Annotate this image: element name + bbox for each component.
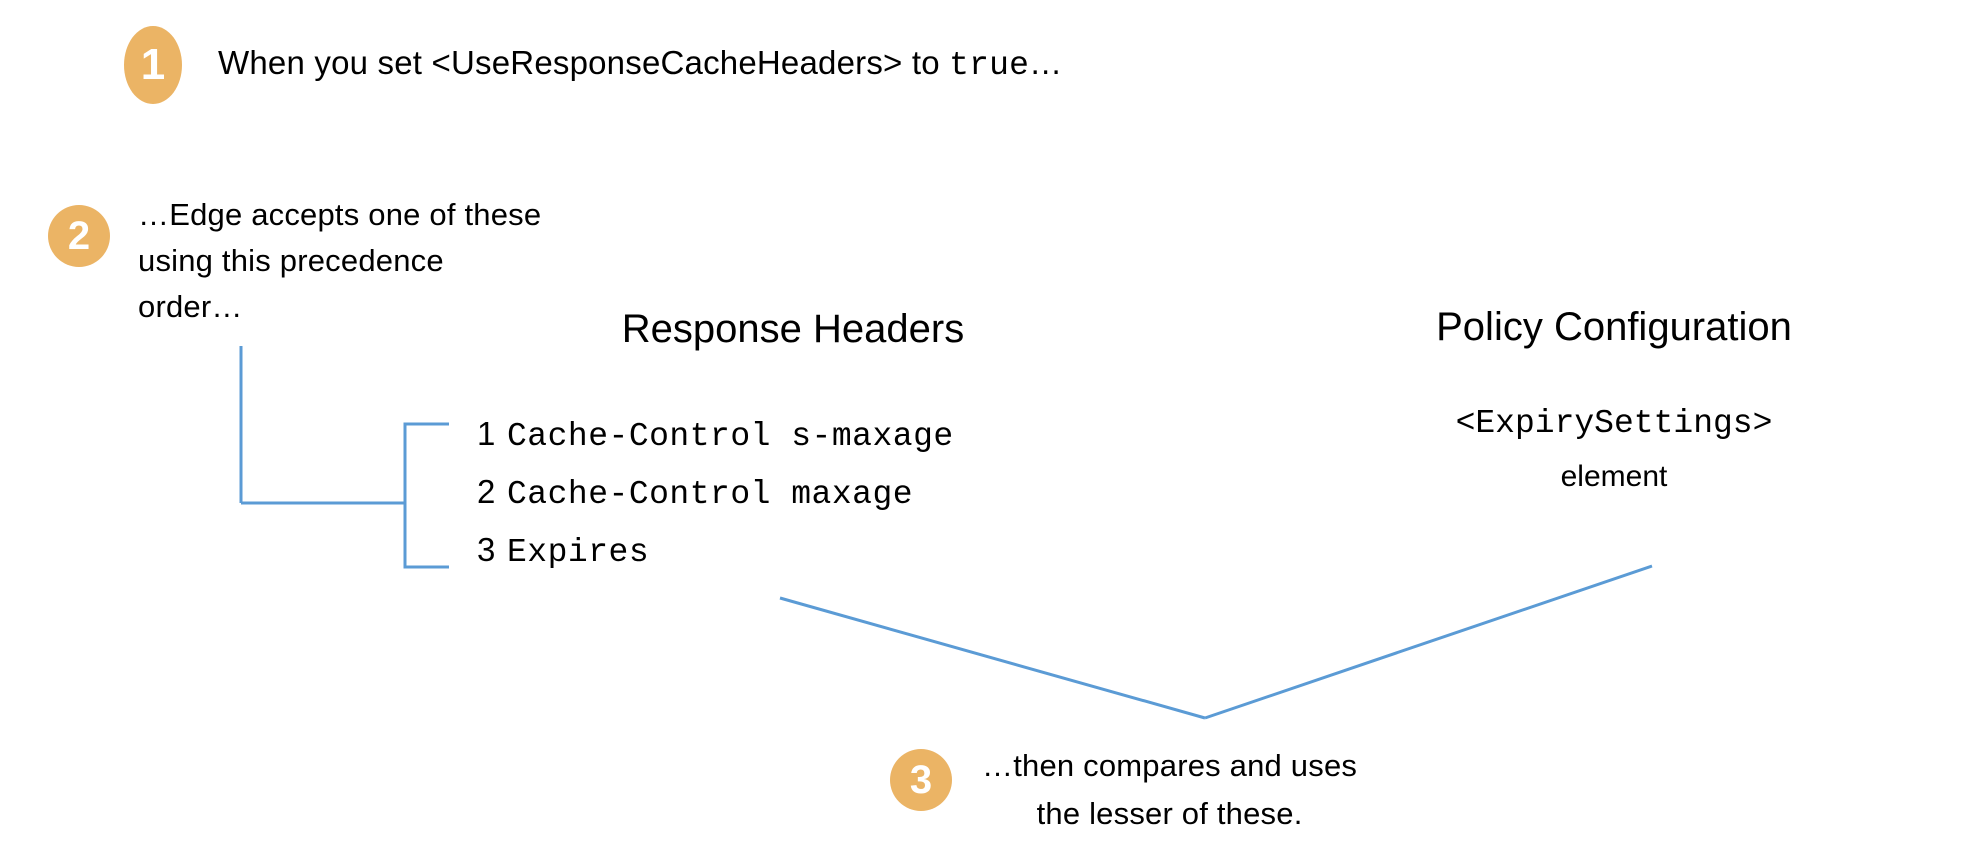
- comparison-vee-right: [1204, 564, 1653, 720]
- step-2-text: …Edge accepts one of these using this pr…: [138, 192, 541, 330]
- step-2-line-3: order…: [138, 289, 243, 324]
- response-header-item: 1 Cache-Control s-maxage: [477, 415, 1097, 473]
- policy-configuration-heading: Policy Configuration: [1436, 305, 1792, 349]
- step-1-trail: …: [1029, 44, 1063, 81]
- step-2-line-2: using this precedence: [138, 243, 444, 278]
- response-header-index: 3: [477, 531, 496, 568]
- step-1-code-true: true: [949, 47, 1030, 84]
- step-3-line-2: the lesser of these.: [1036, 796, 1303, 831]
- response-headers-list: 1 Cache-Control s-maxage 2 Cache-Control…: [477, 415, 1097, 589]
- step-1-text: When you set <UseResponseCacheHeaders> t…: [218, 44, 1062, 84]
- response-headers-heading: Response Headers: [621, 307, 965, 351]
- response-header-item: 3 Expires: [477, 531, 1097, 589]
- response-header-index: 1: [477, 415, 496, 452]
- response-header-value: Cache-Control maxage: [507, 476, 914, 513]
- step-3-text: …then compares and uses the lesser of th…: [982, 742, 1357, 838]
- policy-configuration-element: <ExpirySettings>: [1455, 405, 1773, 442]
- step-3-badge-number: 3: [909, 758, 933, 802]
- response-header-item: 2 Cache-Control maxage: [477, 473, 1097, 531]
- step-3-line-1: …then compares and uses: [982, 748, 1358, 783]
- comparison-vee-left: [779, 596, 1206, 720]
- step-1-lead: When you set <UseResponseCacheHeaders> t…: [218, 44, 950, 81]
- step-1-badge-number: 1: [140, 40, 166, 89]
- response-header-value: Cache-Control s-maxage: [507, 418, 954, 455]
- step-2-badge-number: 2: [67, 214, 91, 258]
- step-2-badge: 2: [48, 205, 110, 267]
- step-1-badge: 1: [124, 26, 182, 104]
- response-header-index: 2: [477, 473, 496, 510]
- policy-configuration-element-label: element: [1560, 460, 1668, 493]
- list-bracket: [403, 422, 449, 569]
- response-header-value: Expires: [507, 534, 650, 571]
- step-2-line-1: …Edge accepts one of these: [138, 197, 542, 232]
- step-3-badge: 3: [890, 749, 952, 811]
